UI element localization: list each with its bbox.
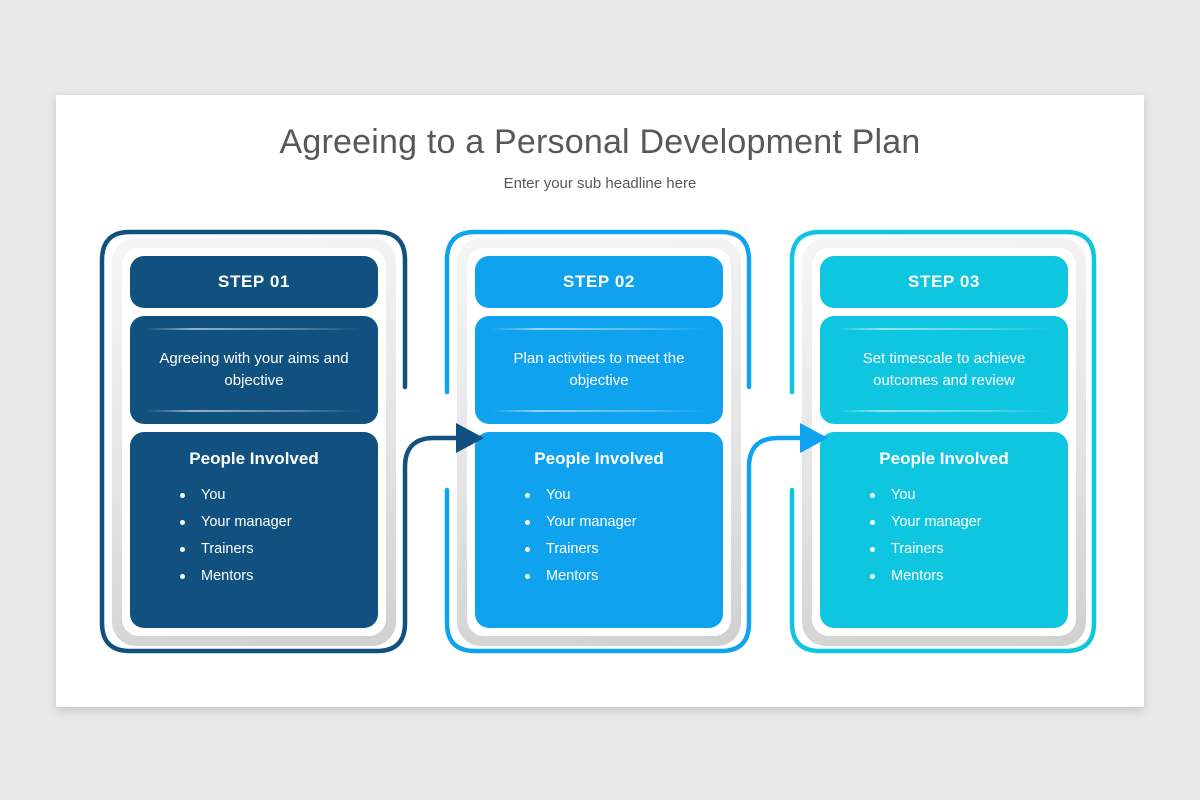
step-2-card-inner: STEP 02 Plan activities to meet the obje… xyxy=(467,248,731,636)
list-item: Your manager xyxy=(180,513,378,532)
list-item: Mentors xyxy=(870,567,1068,586)
step-1-people-box: People Involved You Your manager Trainer… xyxy=(130,432,378,628)
slide-title: Agreeing to a Personal Development Plan xyxy=(279,123,921,161)
bullet-dot-icon xyxy=(180,493,185,498)
bullet-dot-icon xyxy=(525,520,530,525)
bullet-dot-icon xyxy=(180,547,185,552)
list-item-label: Mentors xyxy=(891,568,944,584)
step-2-header: STEP 02 xyxy=(475,256,723,308)
bullet-dot-icon xyxy=(870,547,875,552)
step-3-people-box: People Involved You Your manager Trainer… xyxy=(820,432,1068,628)
bullet-dot-icon xyxy=(870,520,875,525)
list-item: Trainers xyxy=(870,540,1068,559)
step-1-description-box: Agreeing with your aims and objective xyxy=(130,316,378,424)
bullet-dot-icon xyxy=(870,493,875,498)
step-2-label: STEP 02 xyxy=(563,272,635,291)
step-3-people-title: People Involved xyxy=(879,449,1009,468)
step-2-people-box: People Involved You Your manager Trainer… xyxy=(475,432,723,628)
list-item: Trainers xyxy=(525,540,723,559)
list-item-label: You xyxy=(201,487,226,503)
list-item-label: Mentors xyxy=(546,568,599,584)
bullet-dot-icon xyxy=(525,493,530,498)
list-item: Trainers xyxy=(180,540,378,559)
bullet-dot-icon xyxy=(180,520,185,525)
slide-subtitle: Enter your sub headline here xyxy=(503,175,697,192)
list-item: Mentors xyxy=(180,567,378,586)
step-1-card: STEP 01 Agreeing with your aims and obje… xyxy=(112,238,396,646)
step-2-people-list: You Your manager Trainers Mentors xyxy=(475,486,723,586)
step-3-label: STEP 03 xyxy=(908,272,980,291)
step-3-card: STEP 03 Set timescale to achieve outcome… xyxy=(802,238,1086,646)
bullet-dot-icon xyxy=(180,574,185,579)
list-item-label: Trainers xyxy=(546,541,599,557)
list-item-label: You xyxy=(891,487,916,503)
step-1-card-inner: STEP 01 Agreeing with your aims and obje… xyxy=(122,248,386,636)
step-2-description-box: Plan activities to meet the objective xyxy=(475,316,723,424)
list-item: Mentors xyxy=(525,567,723,586)
step-1-header: STEP 01 xyxy=(130,256,378,308)
step-1-description: Agreeing with your aims and objective xyxy=(159,350,349,389)
bullet-dot-icon xyxy=(525,547,530,552)
list-item: Your manager xyxy=(525,513,723,532)
step-3-description-box: Set timescale to achieve outcomes and re… xyxy=(820,316,1068,424)
step-2-description: Plan activities to meet the objective xyxy=(513,350,685,389)
step-1-people-list: You Your manager Trainers Mentors xyxy=(130,486,378,586)
step-3-header: STEP 03 xyxy=(820,256,1068,308)
list-item-label: Your manager xyxy=(891,514,982,530)
list-item: You xyxy=(525,486,723,505)
step-2-people-title: People Involved xyxy=(534,449,664,468)
list-item: Your manager xyxy=(870,513,1068,532)
list-item-label: You xyxy=(546,487,571,503)
step-3-description: Set timescale to achieve outcomes and re… xyxy=(862,350,1026,389)
list-item-label: Your manager xyxy=(546,514,637,530)
list-item-label: Mentors xyxy=(201,568,254,584)
step-1-label: STEP 01 xyxy=(218,272,290,291)
list-item-label: Your manager xyxy=(201,514,292,530)
step-3-people-list: You Your manager Trainers Mentors xyxy=(820,486,1068,586)
step-3-card-inner: STEP 03 Set timescale to achieve outcome… xyxy=(812,248,1076,636)
step-1-people-title: People Involved xyxy=(189,449,319,468)
bullet-dot-icon xyxy=(870,574,875,579)
list-item-label: Trainers xyxy=(891,541,944,557)
bullet-dot-icon xyxy=(525,574,530,579)
list-item-label: Trainers xyxy=(201,541,254,557)
list-item: You xyxy=(870,486,1068,505)
list-item: You xyxy=(180,486,378,505)
step-2-card: STEP 02 Plan activities to meet the obje… xyxy=(457,238,741,646)
